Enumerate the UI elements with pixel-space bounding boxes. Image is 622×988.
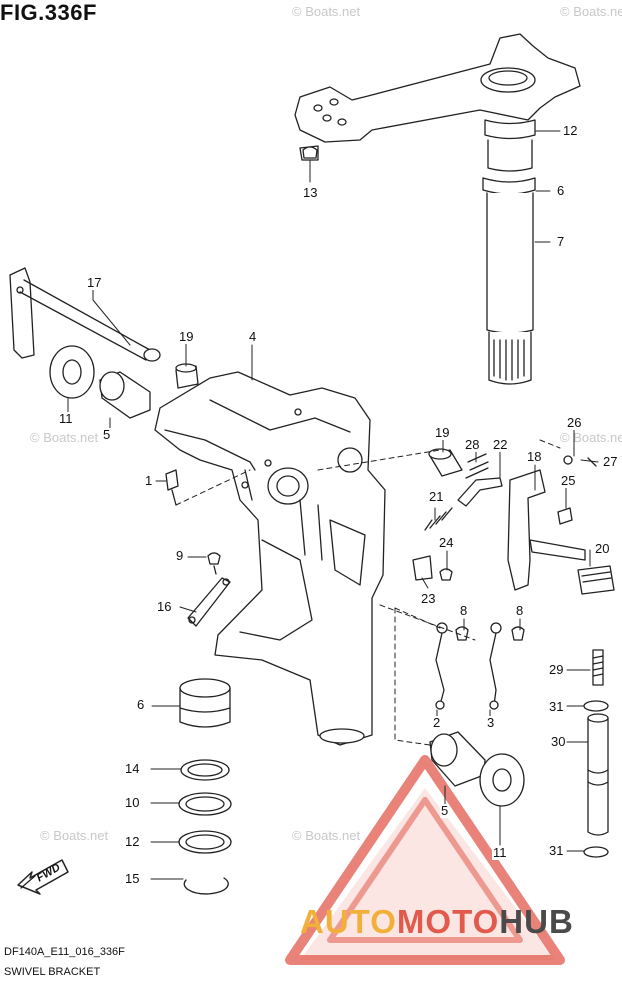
bolt [165, 469, 179, 506]
callout-11: 11 [492, 845, 508, 860]
callout-20: 20 [594, 541, 611, 556]
callout-19: 19 [178, 329, 195, 344]
watermark: © Boats.net [292, 4, 361, 19]
lower-bushing [179, 678, 231, 728]
fwd-arrow [17, 859, 69, 895]
thrust-rod [9, 267, 161, 362]
bushing [99, 371, 151, 419]
bolt [302, 146, 318, 159]
brand-part-3: HUB [499, 903, 574, 940]
watermark: © Boats.net [30, 430, 99, 445]
callout-17: 17 [86, 275, 103, 290]
watermark: © Boats.net [40, 828, 109, 843]
washer-hole [185, 796, 225, 812]
callout-15: 15 [124, 871, 141, 886]
callout-5: 5 [102, 427, 112, 442]
bolt [207, 552, 221, 565]
callout-23: 23 [420, 591, 437, 606]
snap-ring [183, 877, 229, 895]
callout-18: 18 [526, 449, 543, 464]
brand-triangle-logo [285, 755, 565, 965]
watermark: © Boats.net [560, 4, 622, 19]
grease-fitting-tube [583, 649, 609, 858]
callout-10: 10 [124, 795, 141, 810]
watermark: © Boats.net [560, 430, 622, 445]
callout-12: 12 [124, 834, 141, 849]
swivel-bracket-housing [154, 371, 386, 746]
callout-31: 31 [548, 699, 565, 714]
callout-28: 28 [464, 437, 481, 452]
callout-24: 24 [438, 535, 455, 550]
callout-8: 8 [459, 603, 469, 618]
washer-hole [492, 768, 512, 792]
callout-21: 21 [428, 489, 445, 504]
washer [178, 792, 232, 816]
bolt-shank [213, 565, 217, 575]
brand-part-1: AUTO [300, 903, 397, 940]
washer-hole [185, 834, 225, 850]
callout-1: 1 [144, 473, 154, 488]
brand-part-2: MOTO [396, 903, 500, 940]
callout-19: 19 [434, 425, 451, 440]
callout-12: 12 [562, 123, 579, 138]
washer-hole [62, 359, 82, 385]
callout-31: 31 [548, 843, 565, 858]
washer [180, 759, 230, 781]
washer-hole [187, 763, 223, 777]
callout-6: 6 [136, 697, 146, 712]
washer [479, 753, 525, 807]
pilot-bushing [429, 731, 486, 787]
callout-3: 3 [486, 715, 496, 730]
callout-7: 7 [556, 234, 566, 249]
callout-5: 5 [440, 803, 450, 818]
leader-lines [67, 130, 599, 880]
steering-arm-assembly [294, 33, 581, 385]
diagram-code: DF140A_E11_016_336F [4, 946, 125, 958]
figure-title: FIG.336F [0, 0, 97, 25]
callout-16: 16 [156, 599, 173, 614]
callout-30: 30 [550, 734, 567, 749]
callout-8: 8 [515, 603, 525, 618]
callout-29: 29 [548, 662, 565, 677]
watermark: © Boats.net [292, 828, 361, 843]
trim-lock-assembly [412, 448, 615, 595]
callout-25: 25 [560, 473, 577, 488]
ground-links [435, 622, 525, 710]
callout-9: 9 [175, 548, 185, 563]
callout-2: 2 [432, 715, 442, 730]
callout-26: 26 [566, 415, 583, 430]
callout-11: 11 [58, 411, 74, 426]
callout-27: 27 [602, 454, 619, 469]
brand-wordmark: AUTOMOTOHUB [300, 903, 574, 941]
callout-13: 13 [302, 185, 319, 200]
washer [178, 830, 232, 854]
callout-6: 6 [556, 183, 566, 198]
callout-14: 14 [124, 761, 141, 776]
callout-4: 4 [248, 329, 258, 344]
diagram-subtitle: SWIVEL BRACKET [4, 966, 101, 978]
washer [49, 345, 95, 399]
callout-22: 22 [492, 437, 509, 452]
